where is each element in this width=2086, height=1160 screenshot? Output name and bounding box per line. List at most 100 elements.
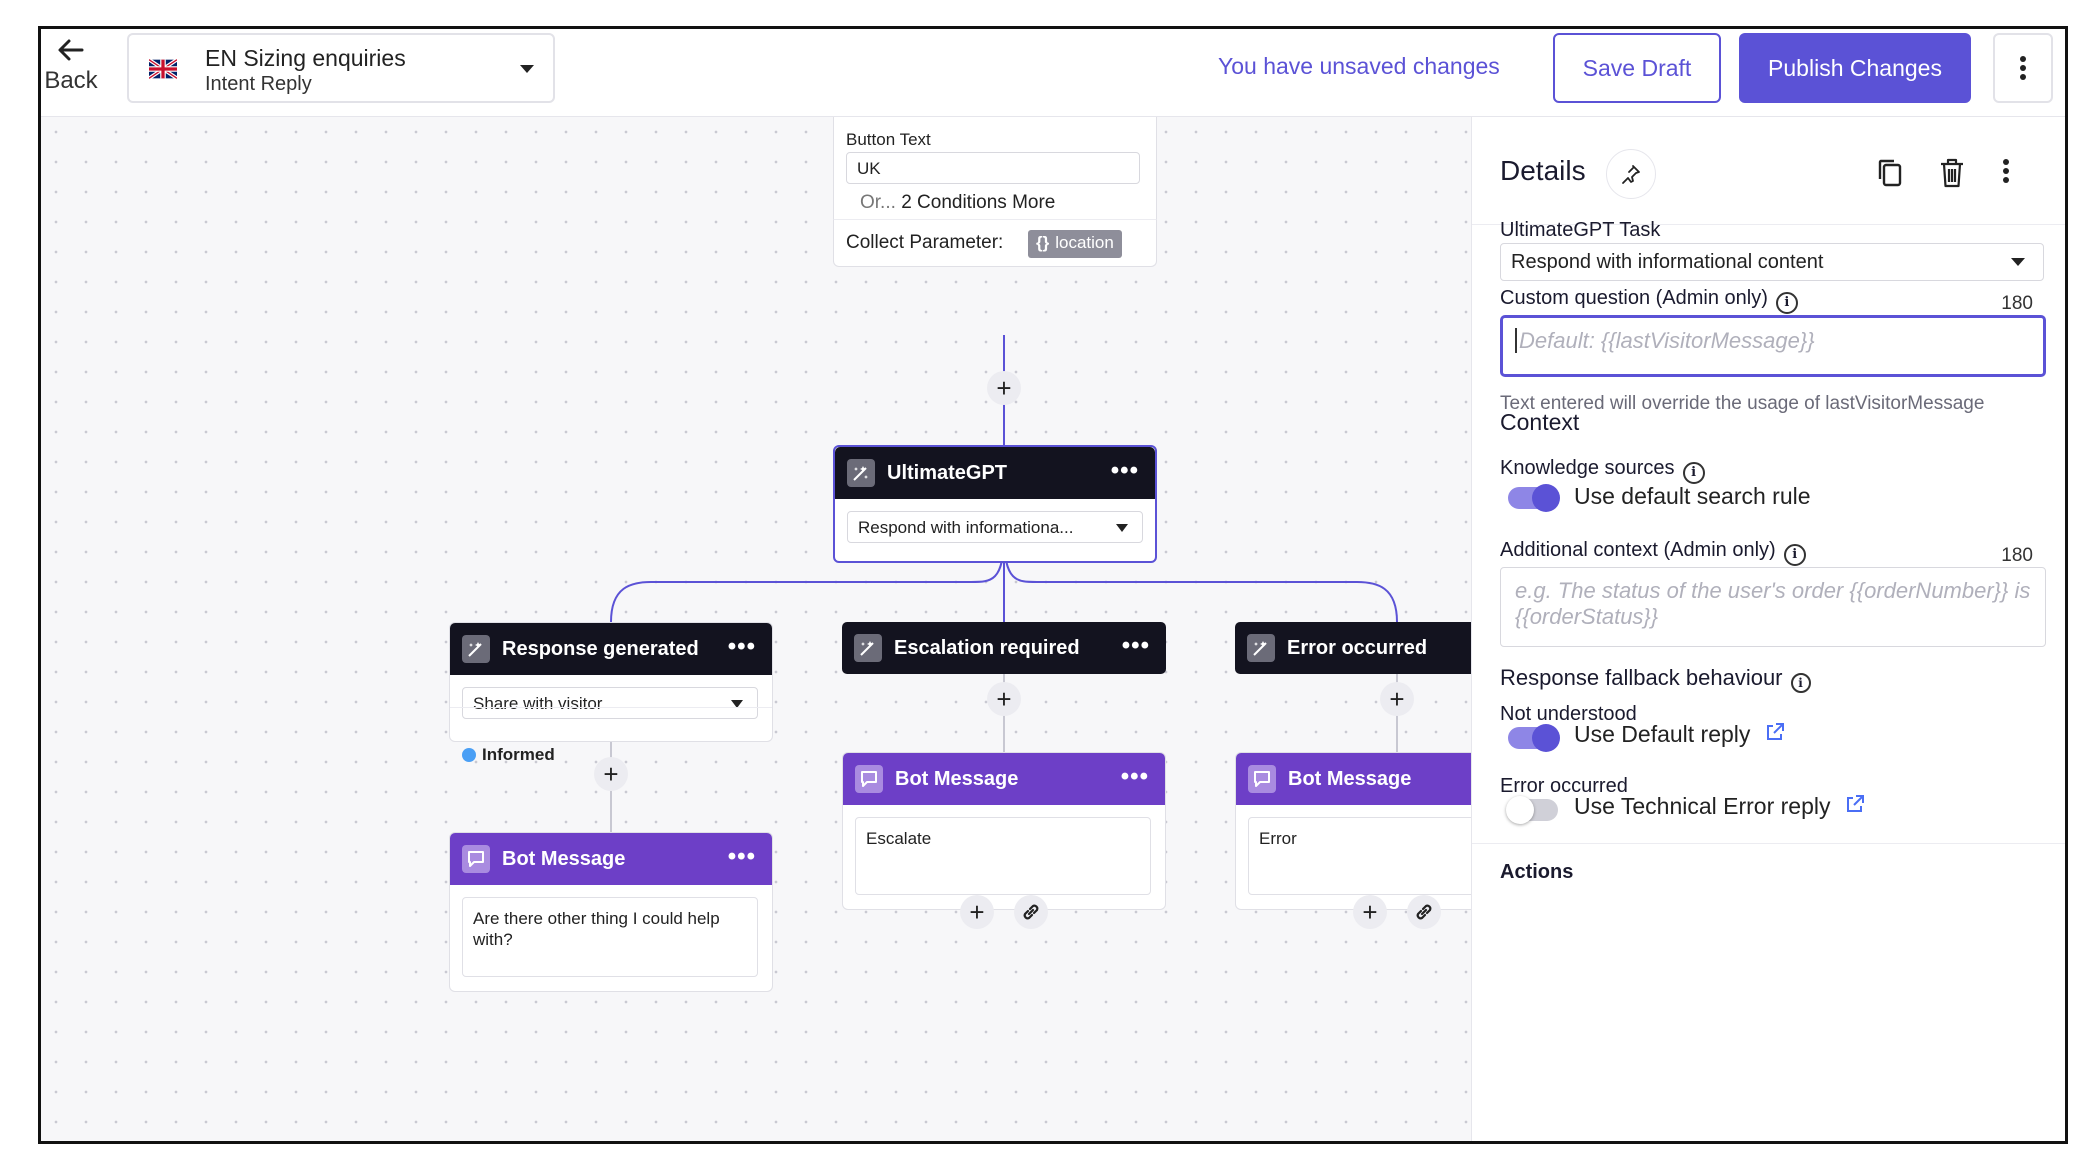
bot-message-text[interactable]: Are there other thing I could help with? bbox=[462, 897, 758, 977]
chevron-down-icon bbox=[2011, 258, 2025, 266]
intent-title: EN Sizing enquiries bbox=[205, 45, 406, 71]
node-title: Response generated bbox=[502, 637, 699, 660]
default-search-toggle[interactable] bbox=[1508, 484, 1560, 512]
add-step-button[interactable]: + bbox=[594, 757, 628, 791]
more-conditions-link[interactable]: Or... 2 Conditions More bbox=[860, 192, 1055, 214]
additional-context-label: Additional context (Admin only) i bbox=[1500, 539, 1806, 566]
escalation-required-node[interactable]: Escalation required ••• bbox=[842, 622, 1166, 674]
fallback-heading-text: Response fallback behaviour bbox=[1500, 665, 1783, 690]
chat-bubble-icon bbox=[855, 765, 883, 793]
node-menu-button[interactable]: ••• bbox=[727, 633, 756, 660]
external-link-icon bbox=[1846, 795, 1864, 812]
plus-icon: + bbox=[996, 683, 1012, 714]
node-title: UltimateGPT bbox=[887, 461, 1008, 484]
trash-icon[interactable] bbox=[1938, 157, 1966, 189]
actions-heading: Actions bbox=[1500, 861, 1574, 883]
status-divider bbox=[450, 707, 772, 708]
share-select[interactable]: Share with visitor bbox=[462, 687, 758, 719]
toggle-knob bbox=[1506, 796, 1534, 824]
button-text-value: UK bbox=[857, 159, 881, 178]
default-reply-text: Use Default reply bbox=[1574, 721, 1751, 747]
task-select[interactable]: Respond with informational content bbox=[1500, 243, 2044, 281]
collect-parameter-node[interactable]: Collect Parameter: {} location bbox=[833, 219, 1157, 267]
collect-parameter-label: Collect Parameter: bbox=[846, 232, 1004, 253]
chevron-down-icon bbox=[1116, 524, 1128, 532]
bot-message-node[interactable]: Bot Message Error bbox=[1235, 752, 1471, 910]
buttons-node[interactable]: Button Text UK Or... 2 Conditions More bbox=[833, 117, 1157, 265]
custom-question-placeholder: Default: {{lastVisitorMessage}} bbox=[1519, 328, 1815, 353]
info-icon[interactable]: i bbox=[1682, 461, 1705, 484]
fallback-heading: Response fallback behaviour i bbox=[1500, 665, 1811, 693]
arrow-left-icon bbox=[58, 39, 84, 61]
error-occurred-node[interactable]: Error occurred bbox=[1235, 622, 1471, 674]
info-icon[interactable]: i bbox=[1783, 543, 1806, 566]
default-reply-label[interactable]: Use Default reply bbox=[1574, 721, 1785, 748]
save-draft-button[interactable]: Save Draft bbox=[1553, 33, 1721, 103]
technical-error-text: Use Technical Error reply bbox=[1574, 793, 1831, 819]
node-menu-button[interactable]: ••• bbox=[1110, 457, 1139, 484]
additional-context-label-text: Additional context (Admin only) bbox=[1500, 539, 1776, 561]
cursor bbox=[1515, 328, 1517, 353]
custom-question-input[interactable]: Default: {{lastVisitorMessage}} bbox=[1500, 315, 2046, 377]
ultimategpt-node[interactable]: UltimateGPT ••• Respond with information… bbox=[833, 445, 1157, 563]
node-menu-button[interactable]: ••• bbox=[727, 843, 756, 870]
status-dot bbox=[462, 748, 476, 762]
more-options-button[interactable] bbox=[1993, 33, 2053, 103]
flow-canvas[interactable]: Button Text UK Or... 2 Conditions More C… bbox=[41, 117, 1471, 1141]
node-title: Escalation required bbox=[894, 636, 1080, 659]
parameter-name: location bbox=[1055, 233, 1114, 252]
kebab-icon[interactable] bbox=[2002, 157, 2010, 185]
link-icon bbox=[1416, 904, 1432, 920]
toggle-knob bbox=[1532, 724, 1560, 752]
error-occurred-label: Error occurred bbox=[1500, 775, 1628, 797]
node-menu-button[interactable]: ••• bbox=[1120, 763, 1149, 790]
node-title: Bot Message bbox=[1288, 767, 1412, 790]
info-icon[interactable]: i bbox=[1790, 673, 1811, 693]
gpt-task-select[interactable]: Respond with informationa... bbox=[847, 511, 1143, 543]
add-step-button[interactable]: + bbox=[1353, 895, 1387, 929]
add-step-button[interactable]: + bbox=[987, 682, 1021, 716]
plus-icon: + bbox=[1362, 896, 1378, 927]
app-window: Back EN Sizing enquiries Intent Reply Yo… bbox=[38, 26, 2068, 1144]
uk-flag-icon bbox=[149, 59, 177, 79]
intent-select[interactable]: EN Sizing enquiries Intent Reply bbox=[127, 33, 555, 103]
default-search-label: Use default search rule bbox=[1574, 483, 1811, 509]
link-step-button[interactable] bbox=[1014, 895, 1048, 929]
kebab-icon bbox=[2020, 56, 2026, 80]
technical-error-toggle[interactable] bbox=[1506, 796, 1558, 824]
publish-changes-button[interactable]: Publish Changes bbox=[1739, 33, 1971, 103]
intent-subtitle: Intent Reply bbox=[205, 73, 312, 95]
magic-wand-icon bbox=[854, 634, 882, 662]
default-reply-toggle[interactable] bbox=[1508, 724, 1560, 752]
technical-error-label[interactable]: Use Technical Error reply bbox=[1574, 793, 1865, 820]
bot-message-node[interactable]: Bot Message ••• Escalate bbox=[842, 752, 1166, 910]
node-header: Bot Message ••• bbox=[450, 833, 772, 885]
task-value: Respond with informational content bbox=[1511, 251, 1824, 273]
additional-context-input[interactable]: e.g. The status of the user's order {{or… bbox=[1500, 567, 2046, 647]
copy-icon[interactable] bbox=[1876, 157, 1904, 189]
bot-message-text[interactable]: Error bbox=[1248, 817, 1471, 895]
toggle-knob bbox=[1532, 484, 1560, 512]
button-text-field[interactable]: UK bbox=[846, 152, 1140, 184]
back-button[interactable]: Back bbox=[43, 35, 99, 101]
node-header: Error occurred bbox=[1235, 622, 1471, 674]
chevron-down-icon bbox=[520, 65, 534, 73]
add-step-button[interactable]: + bbox=[1380, 682, 1414, 716]
custom-question-label-text: Custom question (Admin only) bbox=[1500, 287, 1768, 309]
not-understood-label: Not understood bbox=[1500, 703, 1637, 725]
bot-message-text[interactable]: Escalate bbox=[855, 817, 1151, 895]
response-generated-node[interactable]: Response generated ••• Share with visito… bbox=[449, 622, 773, 764]
node-menu-button[interactable]: ••• bbox=[1121, 632, 1150, 659]
panel-title: Details bbox=[1500, 155, 1586, 186]
link-step-button[interactable] bbox=[1407, 895, 1441, 929]
add-step-button[interactable]: + bbox=[960, 895, 994, 929]
info-icon[interactable]: i bbox=[1775, 291, 1798, 314]
chat-bubble-icon bbox=[462, 845, 490, 873]
pin-button[interactable] bbox=[1606, 149, 1656, 199]
add-step-button[interactable]: + bbox=[987, 371, 1021, 405]
bot-message-node[interactable]: Bot Message ••• Are there other thing I … bbox=[449, 832, 773, 992]
magic-wand-icon bbox=[1247, 634, 1275, 662]
node-header: Bot Message ••• bbox=[843, 753, 1165, 805]
braces-icon: {} bbox=[1036, 233, 1050, 252]
